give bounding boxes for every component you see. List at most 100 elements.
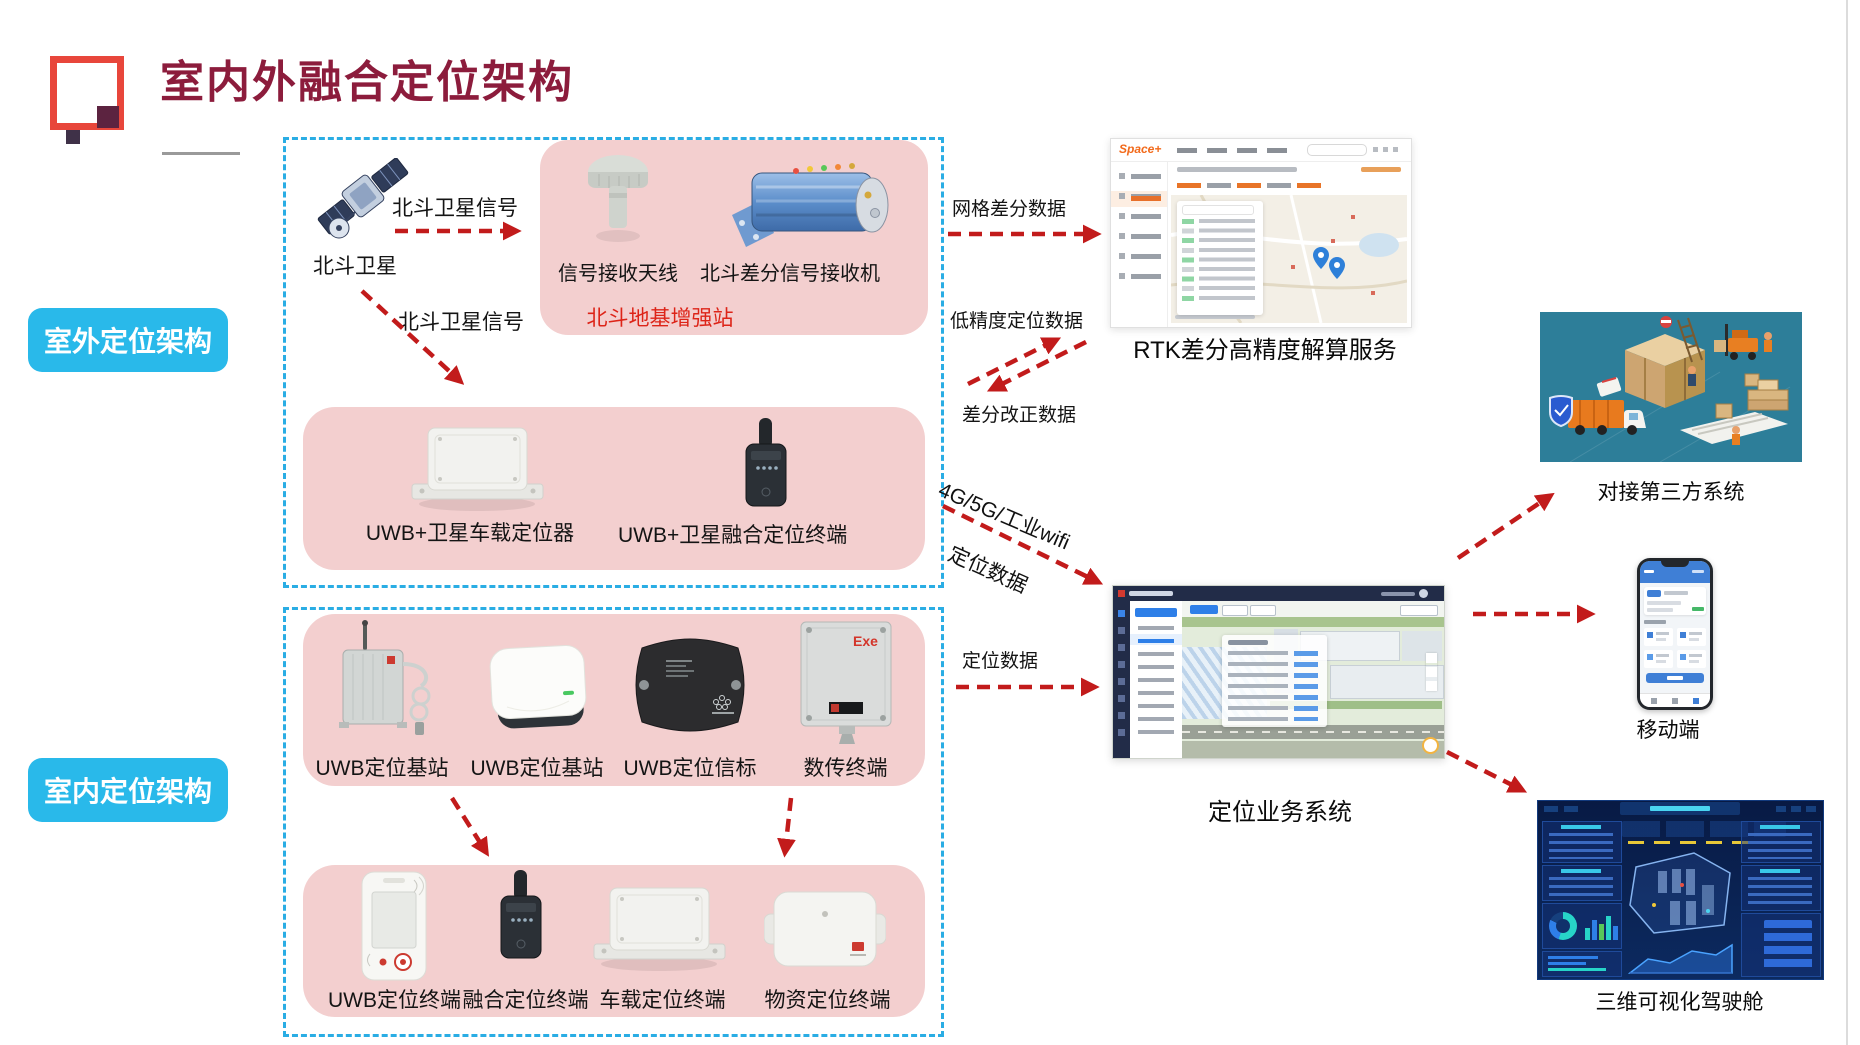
cockpit-panel-right1 [1741,821,1821,863]
page-edge-line [1846,0,1848,1045]
cockpit-panel-donut [1542,903,1622,949]
terminal4-label: 物资定位终端 [764,989,891,1012]
dtu-terminal-icon: Exe [800,621,892,744]
cockpit-dashboard [1537,800,1824,980]
satellite-icon [317,158,409,239]
mini-bar [1613,926,1618,940]
phone-primary-button [1646,673,1704,683]
cockpit-area-chart [1628,943,1733,974]
mini-bar [1585,928,1590,940]
signal-label-diag: 北斗卫星信号 [398,311,524,334]
uwb-anchor1-icon [339,620,431,735]
page-title: 室内外融合定位架构 [160,58,574,107]
dtu-label: 数传终端 [803,757,888,780]
rtk-sidebar [1111,161,1168,327]
uwb-anchor2-icon [489,645,587,729]
mobile-caption: 移动端 [1636,719,1700,742]
cockpit-panel-right2 [1741,865,1821,911]
map-pin-icon [1313,247,1329,269]
signal-label-top: 北斗卫星信号 [392,197,518,220]
mini-bar [1606,916,1611,940]
phone-card [1644,587,1706,615]
terminal2-label: 融合定位终端 [462,989,589,1012]
cockpit-header [1538,801,1823,817]
diff-correction-label: 差分改正数据 [962,405,1077,426]
title-logo-icon [50,56,124,130]
phone-bottom-nav [1640,693,1710,707]
uwb-beacon-icon [635,638,745,732]
vehicle-terminal-icon [593,887,726,971]
rtk-station-list [1177,201,1263,315]
vehicle-locator-label: UWB+卫星车载定位器 [365,522,575,545]
arrow-low-precision [966,337,1062,387]
map-pin-icon [1329,257,1345,279]
positioning-data-label: 定位数据 [962,651,1039,672]
cockpit-panel-left2 [1542,865,1622,901]
third-party-illustration [1540,312,1802,462]
biz-topbar [1113,586,1444,601]
mobile-phone [1637,558,1713,710]
beacon-label: UWB定位信标 [623,757,757,780]
phone-grid-card [1644,628,1673,646]
terminal3-label: 车载定位终端 [599,989,726,1012]
antenna-label: 信号接收天线 [558,263,678,285]
biz-avatar [1419,589,1428,598]
asset-tag-icon [764,891,886,967]
title-underline [162,152,240,155]
cockpit-panel-hbars [1542,951,1622,977]
station-caption: 北斗地基增强站 [586,307,734,330]
uwb-vehicle-locator-icon [411,427,544,511]
phone-header [1640,561,1710,583]
warehouse-illustration [1549,316,1791,462]
biz-icon-rail [1113,601,1130,758]
outdoor-tag: 室外定位架构 [28,308,228,372]
indoor-architecture-box [283,607,944,1037]
biz-sidebar [1130,601,1182,758]
fusion-terminal2-icon [500,870,542,959]
low-precision-label: 低精度定位数据 [950,311,1084,332]
anchor1-label: UWB定位基站 [315,757,449,780]
dtu-exe-mark: Exe [853,633,878,649]
mini-bar [1592,920,1597,940]
indoor-tag: 室内定位架构 [28,758,228,822]
phone-grid-card [1677,650,1706,668]
phone-notch [1661,561,1689,567]
cockpit-floorplan [1629,852,1731,934]
business-system-window [1112,585,1445,759]
receiver-label: 北斗差分信号接收机 [700,263,880,285]
grid-diff-label: 网格差分数据 [952,199,1067,220]
terminal1-label: UWB定位终端 [328,989,461,1012]
biz-3d-scene [1182,617,1444,758]
rtk-service-window: Space+ [1110,138,1412,328]
mini-bar [1599,924,1604,940]
satellite-label: 北斗卫星 [313,255,397,278]
phone-grid-card [1677,628,1706,646]
vehicle-terminal-panel [303,407,925,570]
biz-help-bubble [1422,737,1439,754]
phone-screen [1640,561,1710,707]
beidou-receiver-icon [732,163,889,247]
fusion-terminal-icon [745,418,787,507]
rtk-caption: RTK差分高精度解算服务 [1133,337,1397,364]
arrow-biz-to-cockpit [1445,749,1528,793]
rtk-topbar: Space+ [1111,139,1411,162]
title-logo-square-dark [97,106,119,128]
biz-toolbar [1182,601,1444,617]
uwb-badge-terminal-icon [361,871,427,981]
anchor2-label: UWB定位基站 [470,757,604,780]
rtk-search-box [1307,144,1367,156]
fusion-terminal-label: UWB+卫星融合定位终端 [618,524,848,547]
title-logo-square-small [66,130,80,144]
cockpit-panel-buttons [1741,913,1821,977]
gnss-antenna-icon [588,155,648,242]
biz-overlay-panel [1222,635,1327,727]
outdoor-architecture-box [283,137,944,588]
phone-grid-card [1644,650,1673,668]
arrow-biz-to-thirdparty [1456,492,1555,560]
third-party-caption: 对接第三方系统 [1597,481,1745,504]
arrow-diff-correction [986,339,1088,392]
network-data-label: 定位数据 [944,542,1031,598]
rtk-logo: Space+ [1119,142,1162,156]
cockpit-panel-left1 [1542,821,1622,863]
